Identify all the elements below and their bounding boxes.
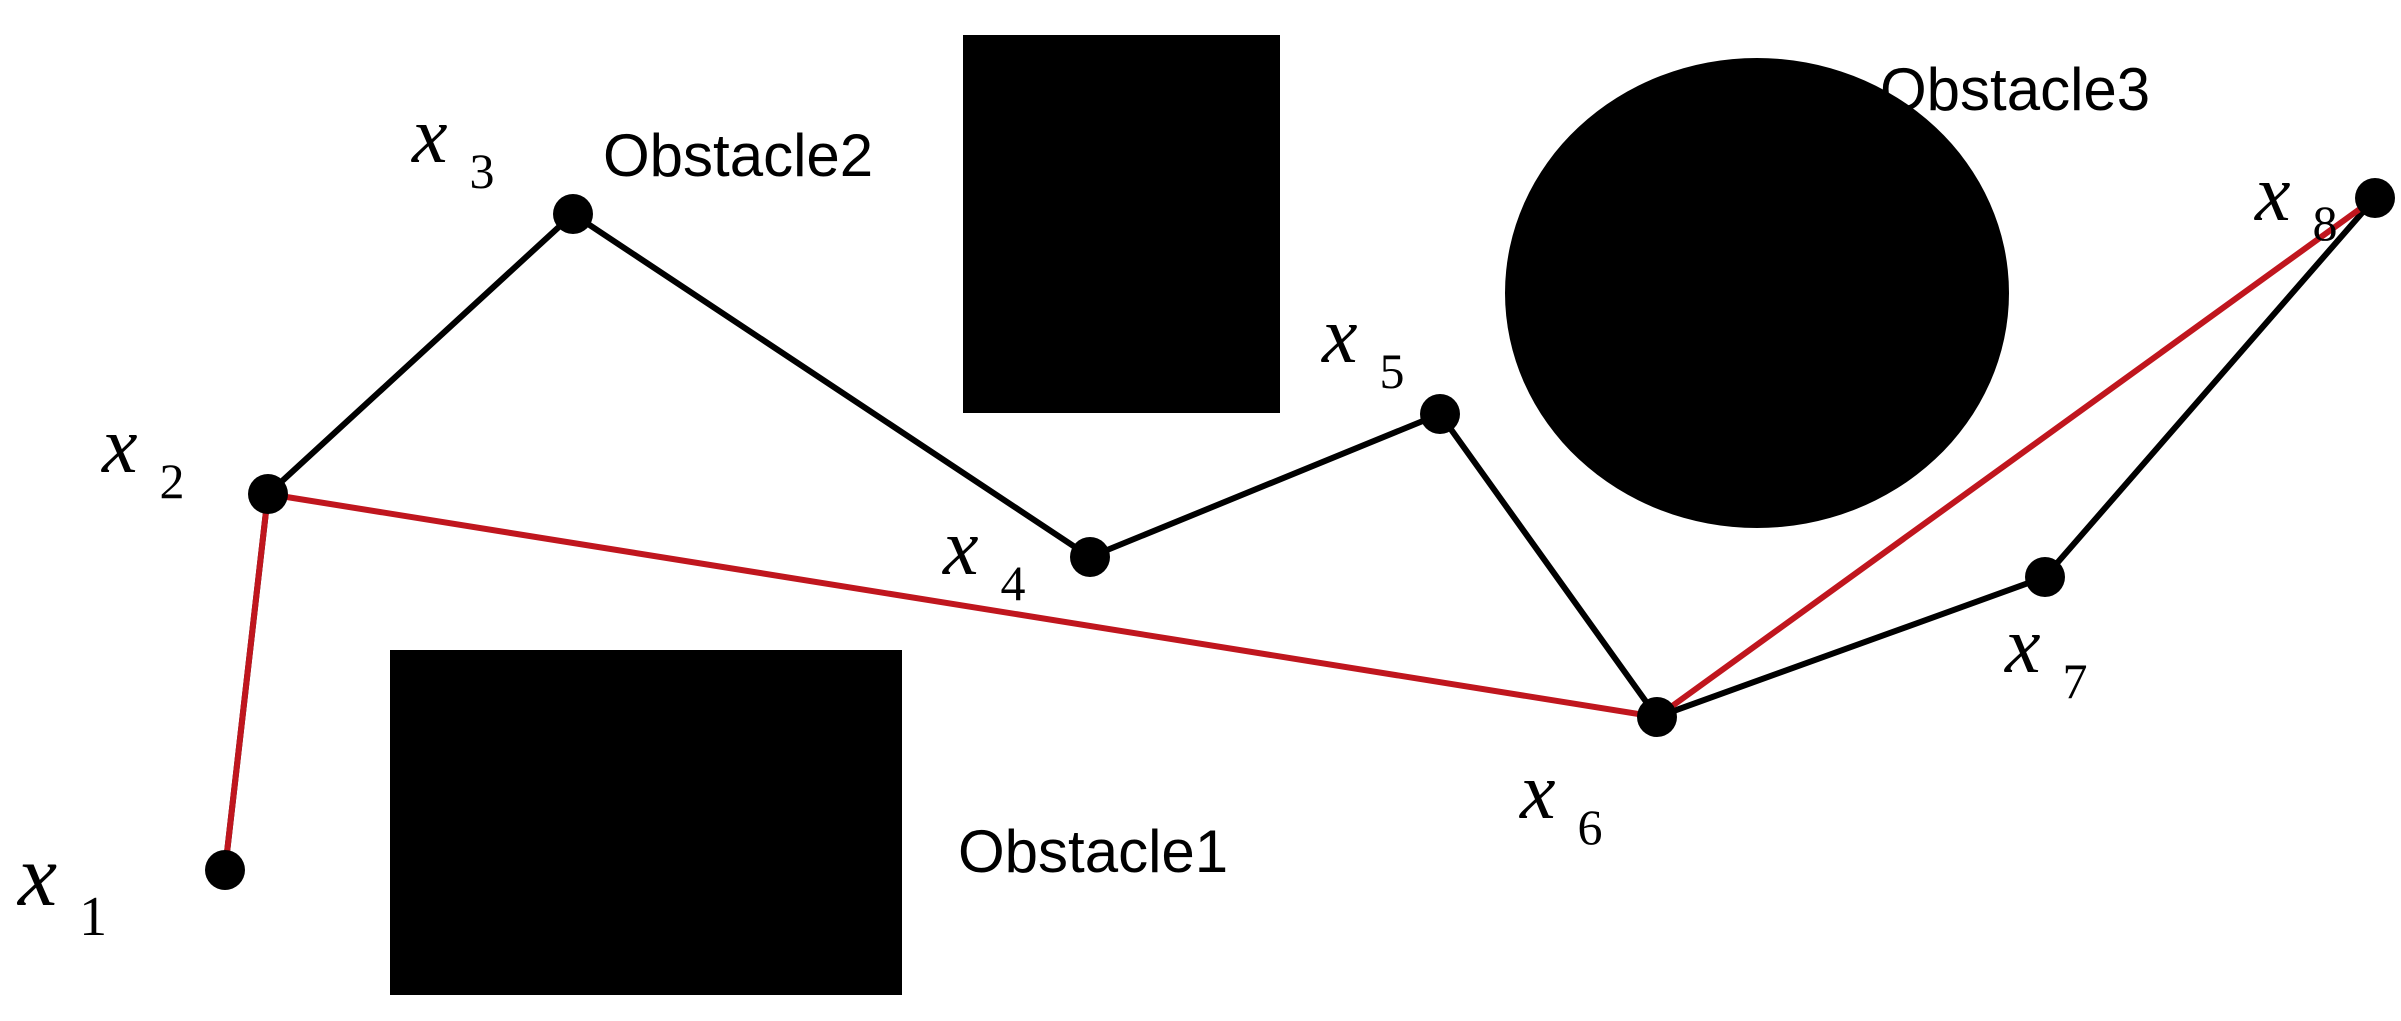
node-x3 xyxy=(553,194,593,234)
original-segment-x6-x7 xyxy=(1654,574,2048,720)
optimized-segment-x6-x8 xyxy=(1654,195,2378,720)
node-x1 xyxy=(205,850,245,890)
obstacle-labels: Obstacle1 Obstacle2 Obstacle3 xyxy=(603,56,2150,885)
node-label-x5-var: x xyxy=(1321,292,1358,380)
node-label-x7-var: x xyxy=(2004,602,2041,690)
node-x2 xyxy=(248,474,288,514)
node-x6 xyxy=(1637,697,1677,737)
node-x4 xyxy=(1070,537,1110,577)
optimized-segment-x2-x6 xyxy=(265,491,1660,720)
node-label-x2-var: x xyxy=(101,402,138,490)
obstacle3-label: Obstacle3 xyxy=(1880,56,2150,123)
node-label-x1-sub: 1 xyxy=(79,886,107,948)
node-x5 xyxy=(1420,394,1460,434)
node-label-x4-sub: 4 xyxy=(1001,555,1026,611)
obstacle2-shape xyxy=(963,35,1280,413)
obstacle1-shape xyxy=(390,650,902,995)
node-label-x6-sub: 6 xyxy=(1578,799,1603,855)
node-label-x8-sub: 8 xyxy=(2313,195,2338,251)
node-label-x6-var: x xyxy=(1519,748,1556,836)
obstacle1-label: Obstacle1 xyxy=(958,818,1228,885)
node-label-x8-var: x xyxy=(2254,150,2291,238)
obstacle2-label: Obstacle2 xyxy=(603,122,873,189)
node-x7 xyxy=(2025,557,2065,597)
node-label-x3-sub: 3 xyxy=(470,143,495,199)
original-segment-x3-x4 xyxy=(570,211,1093,560)
optimized-path xyxy=(222,195,2378,873)
original-segment-x7-x8 xyxy=(2042,195,2378,580)
original-segment-x4-x5 xyxy=(1087,411,1443,560)
node-label-x3-var: x xyxy=(411,92,448,180)
obstacle3-shape xyxy=(1505,58,2009,528)
node-label-x1-var: x xyxy=(16,828,57,925)
node-label-x4-var: x xyxy=(942,504,979,592)
original-segment-x5-x6 xyxy=(1437,411,1660,720)
node-label-x2-sub: 2 xyxy=(160,453,185,509)
node-label-x7-sub: 7 xyxy=(2063,653,2088,709)
optimized-segment-x1-x2 xyxy=(222,491,271,873)
obstacles xyxy=(390,35,2009,995)
waypoints xyxy=(205,178,2395,890)
node-x8 xyxy=(2355,178,2395,218)
node-label-x5-sub: 5 xyxy=(1380,343,1405,399)
original-segment-x2-x3 xyxy=(265,211,576,497)
